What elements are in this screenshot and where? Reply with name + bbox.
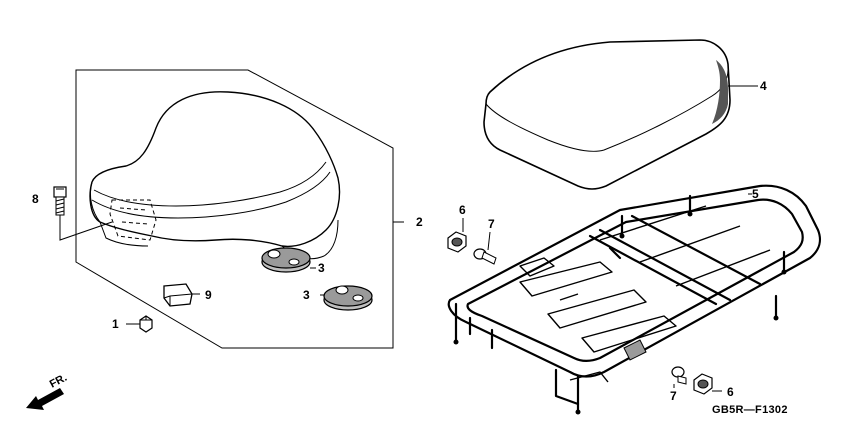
bolt-part-8 — [53, 186, 113, 241]
nut-part-1 — [139, 315, 153, 333]
callout-5: 5 — [752, 187, 759, 201]
rubber-stopper-lower — [323, 285, 373, 311]
callout-6-lower: 6 — [727, 385, 734, 399]
bolt-part-7-lower — [671, 366, 687, 385]
callout-7-upper: 7 — [488, 217, 495, 231]
bracket-part-9 — [163, 283, 193, 307]
callout-6-upper: 6 — [459, 203, 466, 217]
seat-assembly-frame — [75, 69, 394, 349]
front-direction-arrow-icon — [26, 388, 64, 410]
callout-3-lower: 3 — [303, 288, 310, 302]
callout-3-upper: 3 — [318, 261, 325, 275]
front-direction-label: FR. — [48, 372, 69, 391]
callout-2: 2 — [416, 215, 423, 229]
callout-9: 9 — [205, 288, 212, 302]
callout-4: 4 — [760, 79, 767, 93]
diagram-code: GB5R—F1302 — [712, 404, 788, 416]
carrier-rack-part-5 — [447, 184, 821, 415]
cushion-pad-part-4 — [483, 39, 731, 190]
callout-7-lower: 7 — [670, 389, 677, 403]
callout-8: 8 — [32, 192, 39, 206]
leader-lines — [126, 85, 758, 392]
bolt-part-7-upper — [473, 248, 497, 265]
callout-1: 1 — [112, 317, 119, 331]
seat-part — [89, 91, 341, 260]
flange-nut-upper — [447, 231, 467, 253]
flange-nut-lower — [693, 373, 713, 395]
rubber-stopper-upper — [261, 247, 311, 273]
